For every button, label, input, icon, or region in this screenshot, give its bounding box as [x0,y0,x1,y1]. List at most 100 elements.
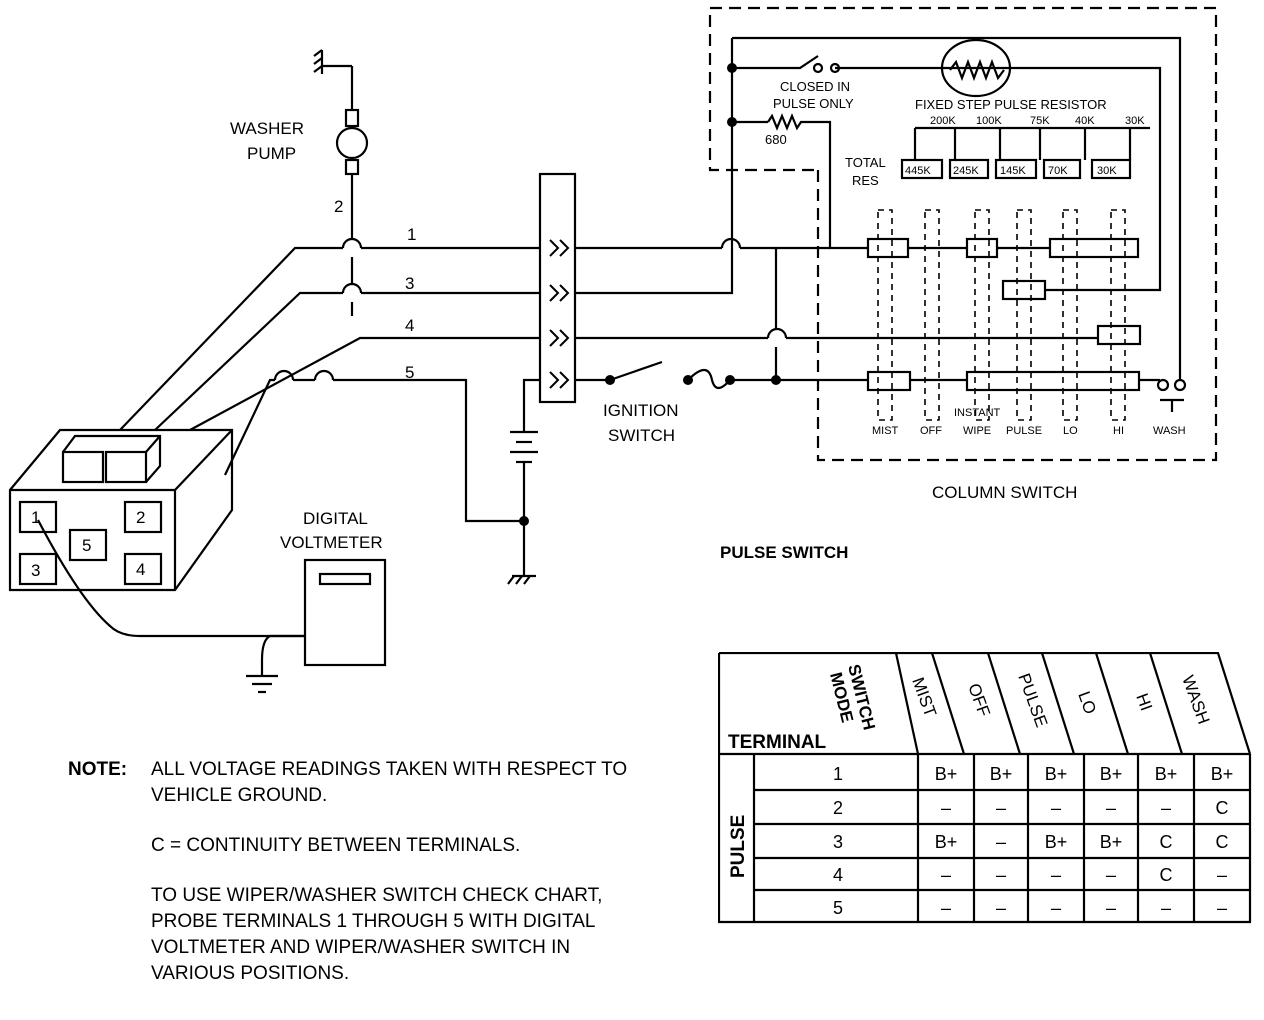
step-75k: 75K [1030,115,1050,127]
position-lo: LO [1063,425,1078,437]
table-cell: B+ [990,764,1013,784]
wire-4 [189,336,1098,431]
table-cell: – [1217,898,1227,918]
position-wipe: WIPE [963,425,991,437]
table-cell: – [941,798,951,818]
digital-voltmeter [37,519,387,694]
table-cell: C [1160,832,1173,852]
wire-number-4: 4 [405,316,414,335]
terminal-3-label: 3 [31,561,40,580]
table-cell: – [996,865,1006,885]
mode-mist: MIST [908,675,940,720]
table-cell: C [1160,865,1173,885]
mode-hi: HI [1132,691,1156,713]
table-cell: – [1051,865,1061,885]
position-mist: MIST [872,425,899,437]
table-cell: – [1051,898,1061,918]
table-cell: – [996,798,1006,818]
pulse-row-group: PULSE [728,815,749,878]
position-hi: HI [1113,425,1124,437]
total-70k: 70K [1048,165,1068,177]
note-paragraph-1: ALL VOLTAGE READINGS TAKEN WITH RESPECT … [151,759,628,806]
voltmeter-label-2: VOLTMETER [280,533,383,552]
table-row-terminal: 1 [833,764,843,784]
wire-number-1: 1 [407,225,416,244]
table-row-terminal: 2 [833,798,843,818]
step-30k: 30K [1125,115,1145,127]
table-cell: – [1106,898,1116,918]
wire-number-5: 5 [405,363,414,382]
bulkhead-connector [538,172,577,404]
step-40k: 40K [1075,115,1095,127]
table-cell: – [941,865,951,885]
ignition-switch-label-2: SWITCH [608,426,675,445]
position-wash: WASH [1153,425,1186,437]
wire-number-3: 3 [405,274,414,293]
note-paragraph-2: C = CONTINUITY BETWEEN TERMINALS. [151,835,521,856]
table-cell: – [941,898,951,918]
wire-number-2: 2 [334,197,343,216]
ignition-switch-label: IGNITION [603,401,679,420]
terminal-header: TERMINAL [728,732,827,753]
terminal-2-label: 2 [136,508,145,527]
switch-check-table: TERMINAL SWITCH MODE MIST OFF PULSE LO H… [718,652,1252,924]
washer-pump-label-2: PUMP [247,144,296,163]
table-cell: B+ [935,832,958,852]
wire-3 [154,68,734,431]
note-label: NOTE: [68,759,128,780]
washer-pump [313,49,369,240]
position-off: OFF [920,425,942,437]
position-instant: INSTANT [954,407,1001,419]
step-100k: 100K [976,115,1002,127]
table-cell: B+ [1100,764,1123,784]
table-row-terminal: 3 [833,832,843,852]
fixed-step-label: FIXED STEP PULSE RESISTOR [915,97,1107,112]
mode-pulse: PULSE [1014,671,1051,730]
table-row-terminal: 5 [833,898,843,918]
total-res-label-2: RES [852,173,879,188]
switch-connector [8,428,234,592]
total-245k: 245K [953,165,979,177]
table-cell: – [996,832,1006,852]
voltmeter-label: DIGITAL [303,509,368,528]
total-res-label: TOTAL [845,155,886,170]
mode-lo: LO [1074,689,1100,717]
table-cell: C [1216,832,1229,852]
step-200k: 200K [930,115,956,127]
ignition-switch [575,248,868,390]
terminal-4-label: 4 [136,560,145,579]
column-switch-boundary [708,6,1218,462]
table-cell: – [1106,798,1116,818]
table-cell: B+ [1100,832,1123,852]
table-cell: – [1161,798,1171,818]
table-row-terminal: 4 [833,865,843,885]
total-30k: 30K [1097,165,1117,177]
table-cell: – [1217,865,1227,885]
table-cell: B+ [1155,764,1178,784]
wire-1 [119,246,830,431]
resistor-680-label: 680 [765,132,787,147]
table-cell: – [1051,798,1061,818]
wire-5 [224,378,524,523]
mode-wash: WASH [1178,673,1213,727]
pulse-switch-label: PULSE SWITCH [720,543,848,562]
table-cell: C [1216,798,1229,818]
table-cell: B+ [1211,764,1234,784]
table-cell: – [996,898,1006,918]
table-cell: B+ [1045,764,1068,784]
terminal-1-label: 1 [31,508,40,527]
washer-pump-label: WASHER [230,119,304,138]
mode-off: OFF [964,681,993,719]
battery-ground [507,378,540,585]
table-cell: – [1106,865,1116,885]
pulse-only-label: PULSE ONLY [773,96,854,111]
total-145k: 145K [1000,165,1026,177]
table-cell: – [1161,898,1171,918]
position-pulse: PULSE [1006,425,1042,437]
table-cell: B+ [1045,832,1068,852]
terminal-5-label: 5 [82,536,91,555]
note-body: ALL VOLTAGE READINGS TAKEN WITH RESPECT … [151,757,631,1011]
column-switch-label: COLUMN SWITCH [932,483,1077,502]
